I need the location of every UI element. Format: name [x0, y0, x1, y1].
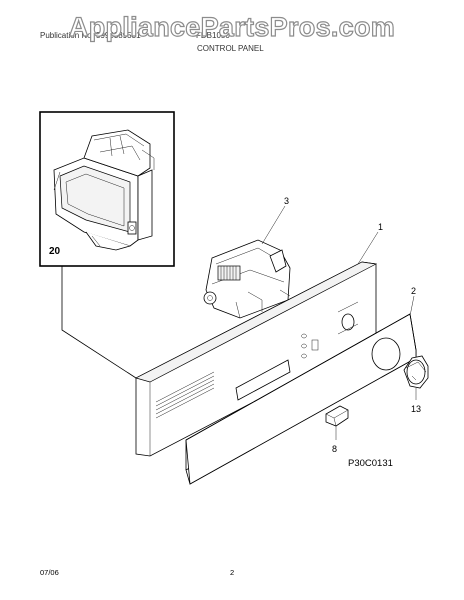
control-board — [203, 239, 291, 319]
watermark: AppliancePartsPros.com — [69, 12, 395, 42]
leader-overlay — [409, 295, 415, 317]
dispenser-inset: 20 — [39, 111, 175, 267]
knob-hole — [341, 313, 355, 331]
indicator-lights — [301, 333, 319, 359]
model-number: FDB1050 — [196, 31, 230, 40]
control-panel — [135, 261, 378, 457]
panel-vent — [155, 371, 215, 419]
leader-panel — [357, 231, 379, 265]
callout-overlay: 2 — [411, 286, 416, 296]
callout-board: 3 — [284, 196, 289, 206]
inset-leader-line — [61, 266, 137, 379]
footer-page-number: 2 — [230, 568, 234, 577]
callout-button: 8 — [332, 444, 337, 454]
publication-number: Publication No. 5995389531 — [40, 31, 141, 40]
overlay-knob-opening — [371, 337, 401, 371]
display-window — [235, 359, 291, 401]
callout-panel: 1 — [378, 222, 383, 232]
section-title: CONTROL PANEL — [197, 44, 264, 53]
knob — [403, 355, 429, 389]
callout-knob: 13 — [411, 404, 421, 414]
footer-date: 07/06 — [40, 568, 59, 577]
dispenser-drawing — [53, 129, 155, 251]
panel-overlay — [185, 313, 417, 485]
leader-board — [261, 205, 286, 245]
callout-dispenser: 20 — [49, 246, 61, 257]
push-button — [325, 405, 349, 427]
board-connector — [217, 265, 241, 281]
figure-code: P30C0131 — [348, 458, 393, 469]
